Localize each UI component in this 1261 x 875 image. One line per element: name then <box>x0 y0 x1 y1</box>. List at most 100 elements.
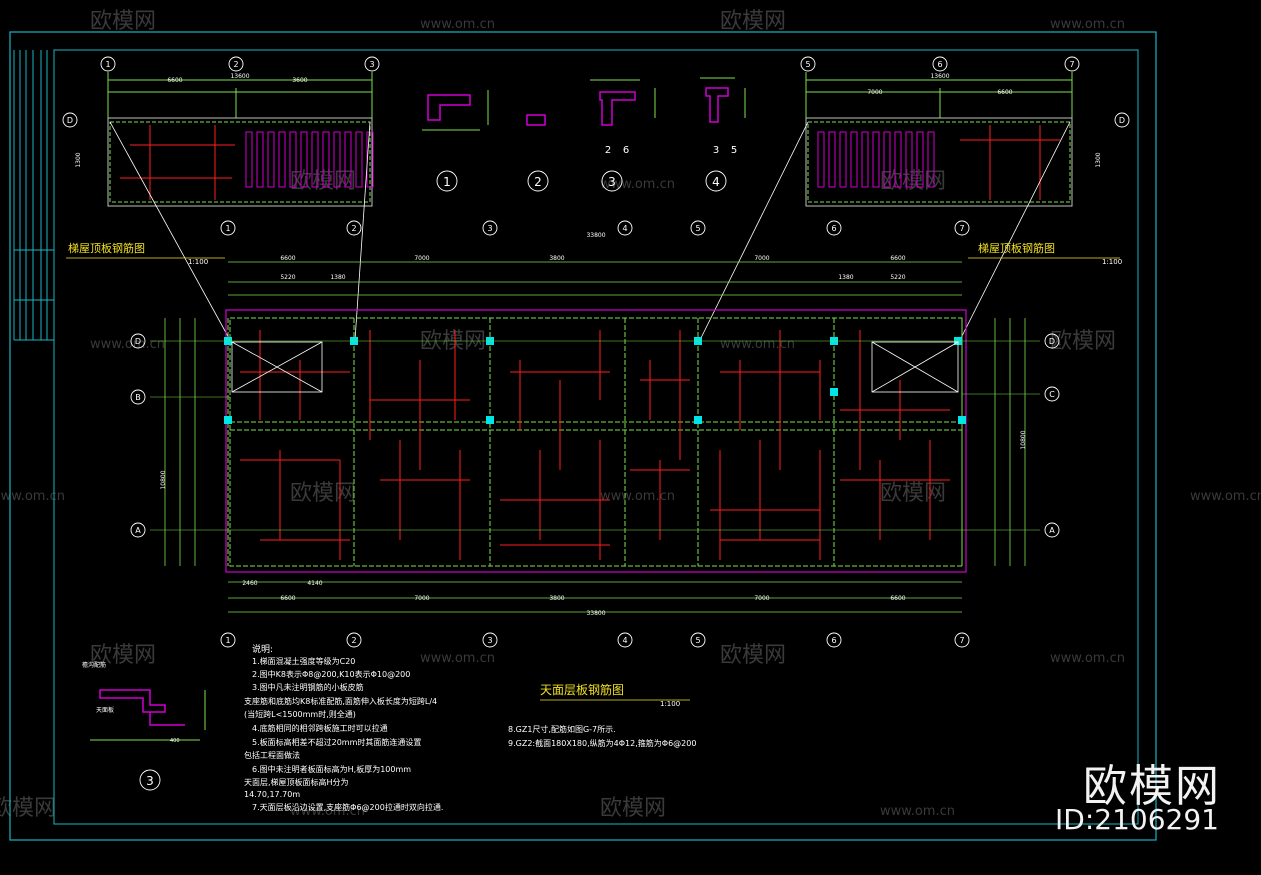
axis-bubble: A <box>1044 522 1060 538</box>
stair-tread <box>344 131 352 188</box>
watermark-tile: www.om.cn <box>1050 651 1125 666</box>
watermark-tile: www.om.cn <box>420 651 495 666</box>
svg-text:3: 3 <box>487 636 492 645</box>
svg-text:3800: 3800 <box>549 255 564 262</box>
column <box>958 416 966 424</box>
svg-text:A: A <box>1049 526 1055 535</box>
svg-text:2: 2 <box>233 60 238 69</box>
watermark-tile: 欧模网 <box>880 481 946 506</box>
svg-text:7: 7 <box>959 224 964 233</box>
watermark-tile: www.om.cn <box>720 337 795 352</box>
axis-bubble: D <box>1044 333 1060 349</box>
axis-bubble: 4 <box>617 632 633 648</box>
watermark-tile: www.om.cn <box>1050 17 1125 32</box>
stair-tread <box>905 131 913 188</box>
axis-bubble: 3 <box>482 632 498 648</box>
svg-text:天面板: 天面板 <box>96 706 114 714</box>
stair-tread <box>267 131 275 188</box>
dimension-labels: 6600 7000 3800 7000 6600 3 3800 5220 1380… <box>75 73 1102 617</box>
svg-text:14.70,17.70m: 14.70,17.70m <box>244 790 300 799</box>
svg-text:5: 5 <box>731 145 737 156</box>
stair-tread <box>278 131 286 188</box>
svg-text:1:100: 1:100 <box>188 258 208 266</box>
svg-text:1380: 1380 <box>330 274 345 281</box>
svg-text:1: 1 <box>105 60 110 69</box>
axis-bubble: 4 <box>617 220 633 236</box>
svg-text:檐沟配筋: 檐沟配筋 <box>82 661 106 669</box>
svg-text:支座筋和底筋均K8标准配筋,面筋伸入板长度为短跨L/4: 支座筋和底筋均K8标准配筋,面筋伸入板长度为短跨L/4 <box>244 696 437 706</box>
svg-text:5: 5 <box>805 60 810 69</box>
axis-bubble: D <box>62 112 78 128</box>
svg-text:3600: 3600 <box>292 77 307 84</box>
svg-text:6600: 6600 <box>280 595 295 602</box>
svg-text:5220: 5220 <box>280 274 295 281</box>
stair-tread <box>839 131 847 188</box>
stair-tread <box>333 131 341 188</box>
svg-text:3.图中凡未注明钢筋的小板皮筋: 3.图中凡未注明钢筋的小板皮筋 <box>252 682 364 692</box>
svg-text:D: D <box>1049 337 1055 346</box>
svg-text:8.GZ1尺寸,配筋如图G-7所示.: 8.GZ1尺寸,配筋如图G-7所示. <box>508 724 616 734</box>
stair-tread <box>245 131 253 188</box>
svg-text:C: C <box>1049 390 1055 399</box>
watermark-tile: 欧模网 <box>1050 329 1116 354</box>
svg-text:6: 6 <box>831 636 836 645</box>
svg-text:5: 5 <box>695 224 700 233</box>
svg-text:5.板面标高相差不超过20mm时其面筋连通设置: 5.板面标高相差不超过20mm时其面筋连通设置 <box>252 737 421 747</box>
watermark-tile: www.om.cn <box>0 489 65 504</box>
axis-bubble: 7 <box>954 220 970 236</box>
column <box>694 416 702 424</box>
svg-text:1.梯面混凝土强度等级为C20: 1.梯面混凝土强度等级为C20 <box>252 656 355 666</box>
axis-bubble: 3 <box>482 220 498 236</box>
svg-text:7000: 7000 <box>414 595 429 602</box>
stair-tread <box>883 131 891 188</box>
watermark-tile: www.om.cn <box>290 804 365 819</box>
svg-text:13600: 13600 <box>230 73 249 80</box>
svg-text:说明:: 说明: <box>252 643 273 655</box>
stair-tread <box>817 131 825 188</box>
axis-bubble: 1 <box>220 632 236 648</box>
axis-bubble: 5 <box>800 56 816 72</box>
watermark-tile: 欧模网 <box>90 643 156 668</box>
svg-text:6600: 6600 <box>890 255 905 262</box>
svg-text:1:100: 1:100 <box>1102 258 1122 266</box>
svg-text:7.天面层板沿边设置,支座筋Φ6@200拉通时双向拉通.: 7.天面层板沿边设置,支座筋Φ6@200拉通时双向拉通. <box>252 802 443 812</box>
stair-tread <box>355 131 363 188</box>
svg-text:6600: 6600 <box>167 77 182 84</box>
svg-text:2: 2 <box>351 224 356 233</box>
axis-bubble: A <box>130 522 146 538</box>
svg-text:2: 2 <box>605 145 611 156</box>
watermark-tile: www.om.cn <box>880 804 955 819</box>
axis-bubble: 6 <box>932 56 948 72</box>
stair-tread <box>894 131 902 188</box>
svg-text:4: 4 <box>712 175 720 189</box>
axis-bubble: D <box>1114 112 1130 128</box>
axis-bubble: 6 <box>826 632 842 648</box>
stair-tread <box>289 131 297 188</box>
svg-text:6600: 6600 <box>997 89 1012 96</box>
stair-tread <box>311 131 319 188</box>
svg-text:7000: 7000 <box>754 255 769 262</box>
svg-text:3: 3 <box>608 175 616 189</box>
watermark-tile: 欧模网 <box>420 329 486 354</box>
stair-tread <box>850 131 858 188</box>
section-details <box>427 87 729 126</box>
watermark-tile: 欧模网 <box>600 796 666 821</box>
svg-text:4140: 4140 <box>307 580 322 587</box>
axis-bubble: 7 <box>954 632 970 648</box>
stair-tread <box>872 131 880 188</box>
svg-text:10800: 10800 <box>1020 430 1027 449</box>
svg-text:3800: 3800 <box>549 595 564 602</box>
watermark-tile: www.om.cn <box>1190 489 1261 504</box>
axis-bubble: D <box>130 333 146 349</box>
watermark-tile: 欧模网 <box>0 796 56 821</box>
drawing-titles: 梯屋顶板钢筋图 1:100 梯屋顶板钢筋图 1:100 天面层板钢筋图 1:10… <box>66 241 1122 708</box>
svg-text:10800: 10800 <box>160 470 167 489</box>
svg-text:1380: 1380 <box>838 274 853 281</box>
stair-right-title: 梯屋顶板钢筋图 <box>978 241 1055 255</box>
roof-plan <box>150 309 1040 573</box>
svg-text:2: 2 <box>351 636 356 645</box>
stair-tread <box>300 131 308 188</box>
svg-text:1300: 1300 <box>1095 152 1102 167</box>
svg-text:1:100: 1:100 <box>660 700 680 708</box>
svg-text:5: 5 <box>695 636 700 645</box>
